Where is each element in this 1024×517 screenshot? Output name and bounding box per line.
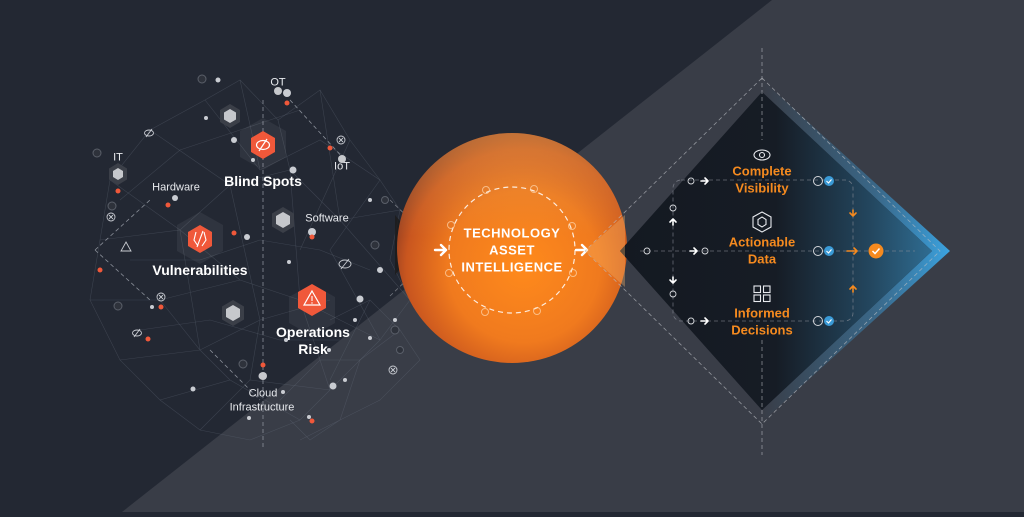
eye-icon xyxy=(753,149,771,161)
outcome-decisions: Decisions xyxy=(731,322,793,338)
x-circle-icon xyxy=(336,135,346,145)
network-alert-dots xyxy=(97,100,333,424)
label-it: IT xyxy=(113,151,123,164)
core-title-line2: ASSET xyxy=(489,242,535,258)
outcome-data: Data xyxy=(747,251,777,267)
label-software: Software xyxy=(305,212,349,225)
core-sphere xyxy=(397,133,627,363)
label-vulnerabilities: Vulnerabilities xyxy=(152,261,248,278)
label-blind-spots: Blind Spots xyxy=(224,172,302,189)
outcome-informed: Informed xyxy=(734,305,790,321)
label-cloud: Cloud xyxy=(248,387,278,400)
asset-hex-nodes xyxy=(109,87,346,380)
flow-arrows xyxy=(669,177,709,325)
eye-slash-small-icon xyxy=(144,129,154,137)
outcome-complete: Complete xyxy=(732,163,792,179)
x-circle-icon xyxy=(156,292,166,302)
eye-slash-small-icon xyxy=(132,329,142,337)
operations-risk-badge xyxy=(289,284,335,336)
network-hollow-nodes xyxy=(92,74,404,369)
orange-flow-arrows xyxy=(846,209,858,293)
vulnerabilities-badge xyxy=(177,212,223,264)
verified-badges xyxy=(813,176,834,326)
label-hardware: Hardware xyxy=(152,181,200,194)
warning-small-icon xyxy=(120,241,132,252)
core-title-line3: INTELLIGENCE xyxy=(461,259,563,275)
arrow-out-icon xyxy=(574,243,589,257)
flow-cube-icons xyxy=(643,177,709,325)
final-check-icon xyxy=(868,243,884,259)
label-risk: Risk xyxy=(298,340,328,357)
label-operations: Operations xyxy=(276,323,350,340)
core-title-line1: TECHNOLOGY xyxy=(463,225,561,241)
x-circle-icon xyxy=(388,365,398,375)
checklist-grid-icon xyxy=(753,285,771,303)
cube-hexagon-icon xyxy=(752,211,772,233)
network-mesh xyxy=(89,79,421,441)
label-infrastructure: Infrastructure xyxy=(229,401,295,414)
label-ot: OT xyxy=(270,76,286,89)
eye-slash-small-icon xyxy=(338,259,352,269)
ring-nodes xyxy=(445,185,577,316)
outcome-visibility: Visibility xyxy=(735,180,789,196)
blind-spots-badge xyxy=(240,118,286,170)
label-iot: IoT xyxy=(334,160,350,173)
scattered-status-icons xyxy=(106,128,398,375)
arrow-in-icon xyxy=(433,243,448,257)
outcome-actionable: Actionable xyxy=(728,234,796,250)
x-circle-icon xyxy=(106,212,116,222)
